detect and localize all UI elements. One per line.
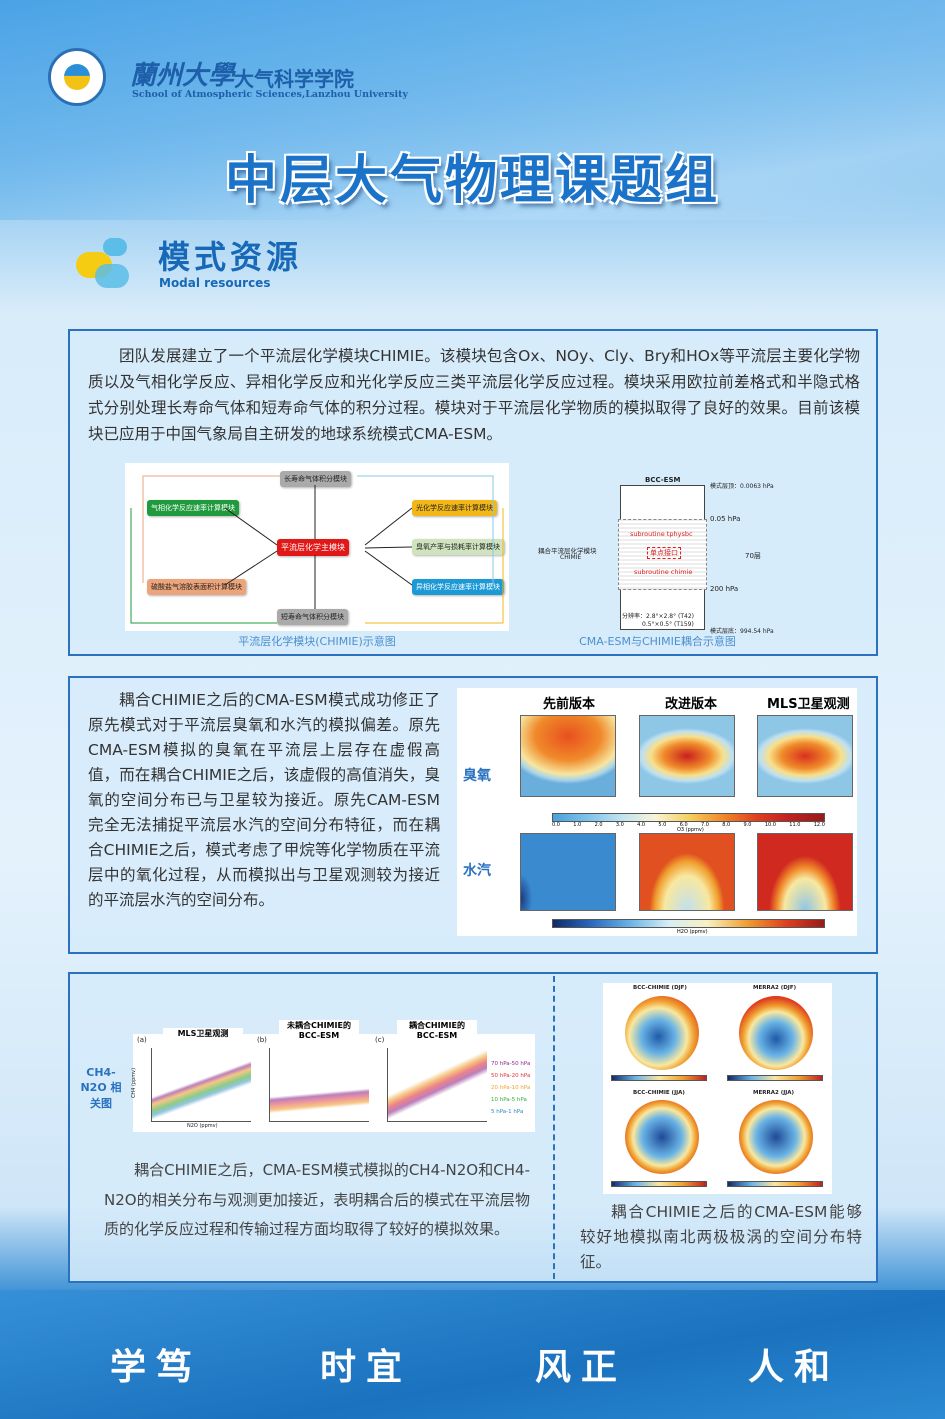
polar-map-merra-djf: [739, 996, 813, 1070]
correlation-row-label: CH4-N2O 相关图: [80, 1066, 122, 1110]
row-label-ozone: 臭氧: [463, 768, 491, 784]
panel-divider: [553, 976, 555, 1279]
polar-colorbar: [727, 1181, 823, 1187]
motto-3: 风正: [535, 1346, 628, 1388]
correlation-description: 耦合CHIMIE之后，CMA-ESM模式模拟的CH4-N2O和CH4-N2O的相…: [104, 1161, 530, 1238]
school-english-name: School of Atmospheric Sciences,Lanzhou U…: [132, 89, 409, 100]
correlation-figure: MLS卫星观测 未耦合CHIMIE的 BCC-ESM 耦合CHIMIE的 BCC…: [131, 1020, 535, 1132]
legend-item: 10 hPa-5 hPa: [491, 1097, 527, 1103]
row-label-water: 水汽: [463, 863, 491, 879]
water-colorbar-label: H2O (ppmv): [677, 929, 708, 935]
university-name: 蘭州大學: [130, 61, 235, 91]
diagram-box-gas-phase: 气相化学反应速率计算模块: [147, 500, 239, 516]
diagram-box-aerosol: 硫酸盐气溶胶表面积计算模块: [147, 579, 246, 595]
school-name: 大气科学学院: [234, 67, 354, 91]
section-subtitle: Modal resources: [159, 276, 271, 290]
coupling-res1: 分辨率：2.8°×2.8° (T42): [622, 613, 695, 620]
section-icon: [103, 238, 127, 256]
motto-1: 学笃: [110, 1346, 203, 1388]
polar-map-bcc-jja: [625, 1100, 699, 1174]
coupling-diagram-caption: CMA-ESM与CHIMIE耦合示意图: [579, 635, 736, 648]
polar-title: BCC-CHIMIE (JJA): [633, 1090, 685, 1096]
ozone-map-previous: [520, 715, 616, 797]
water-map-previous: [520, 833, 616, 911]
coupling-p1: 0.05 hPa: [710, 515, 741, 523]
col-title-previous: 先前版本: [543, 697, 596, 712]
section-icon-blue: [95, 264, 129, 288]
coupling-module-name: CHIMIE: [560, 554, 582, 561]
ozone-colorbar: [552, 813, 825, 822]
diagram-box-short-lived: 短寿命气体积分模块: [277, 609, 348, 625]
xlabel-a: N2O (ppmv): [187, 1123, 218, 1129]
ozone-map-mls: [757, 715, 853, 797]
ylabel-a: CH4 (ppmv): [131, 1067, 138, 1099]
diagram-box-heterogeneous: 异相化学反应速率计算模块: [412, 579, 504, 595]
diagram-box-ozone-rate: 臭氧产率与损耗率计算模块: [412, 539, 504, 555]
diagram-arrows: [130, 475, 504, 624]
coupling-bottom-label: 模式层底：994.54 hPa: [710, 628, 774, 635]
chimie-description: 团队发展建立了一个平流层化学模块CHIMIE。该模块包含Ox、NOy、Cly、B…: [88, 347, 860, 443]
legend-item: 50 hPa-20 hPa: [491, 1073, 531, 1079]
polar-title: MERRA2 (JJA): [753, 1090, 795, 1096]
polar-vortex-figure: BCC-CHIMIE (DJF) MERRA2 (DJF) BCC-CHIMIE…: [603, 983, 832, 1194]
scatter-uncoupled: [269, 1048, 369, 1122]
plot-title-coupled: 耦合CHIMIE的 BCC-ESM: [397, 1020, 477, 1040]
coupling-res2: 0.5°×0.5° (T159): [642, 621, 694, 628]
footer-background: [0, 1290, 945, 1419]
polar-map-bcc-djf: [625, 996, 699, 1070]
scatter-legend: 70 hPa-50 hPa 50 hPa-20 hPa 20 hPa-10 hP…: [491, 1058, 530, 1118]
coupling-p2: 200 hPa: [710, 585, 739, 593]
polar-map-merra-jja: [739, 1100, 813, 1174]
motto-4: 人和: [748, 1346, 841, 1388]
col-title-mls: MLS卫星观测: [767, 697, 850, 712]
tag-c: (c): [375, 1036, 385, 1044]
polar-colorbar: [611, 1075, 707, 1081]
coupling-top-label: 模式层顶：0.0063 hPa: [710, 483, 774, 490]
ozone-map-improved: [639, 715, 735, 797]
polar-vortex-description: 耦合CHIMIE之后的CMA-ESM能够较好地模拟南北两极极涡的空间分布特征。: [580, 1203, 862, 1271]
coupling-interface: 单点接口: [647, 547, 681, 559]
water-map-mls: [757, 833, 853, 911]
polar-title: MERRA2 (DJF): [753, 985, 797, 991]
tag-b: (b): [257, 1036, 267, 1044]
diagram-box-main: 平流层化学主模块: [277, 539, 349, 556]
university-logo: [48, 48, 106, 106]
water-colorbar: [552, 919, 825, 928]
plot-title-uncoupled: 未耦合CHIMIE的 BCC-ESM: [279, 1020, 359, 1040]
coupling-model-label: BCC-ESM: [645, 476, 681, 484]
coupling-diagram: BCC-ESM 模式层顶：0.0063 hPa 0.05 hPa 200 hPa…: [530, 463, 785, 635]
coupling-module-label: 耦合平流层化学模块: [538, 547, 597, 555]
coupling-sub2: subroutine chimie: [634, 568, 693, 576]
section-title: 模式资源: [158, 238, 303, 276]
tag-a: (a): [137, 1036, 147, 1044]
col-title-improved: 改进版本: [665, 697, 718, 712]
coupling-sub1: subroutine tphysbc: [630, 530, 693, 538]
scatter-mls: [151, 1048, 251, 1122]
motto-2: 时宜: [320, 1346, 413, 1388]
polar-colorbar: [611, 1181, 707, 1187]
header-background: [0, 0, 945, 220]
polar-colorbar: [727, 1075, 823, 1081]
legend-item: 20 hPa-10 hPa: [491, 1085, 531, 1091]
ozone-colorbar-label: O3 (ppmv): [677, 827, 704, 833]
water-map-improved: [639, 833, 735, 911]
chimie-diagram: 长寿命气体积分模块 平流层化学主模块 短寿命气体积分模块 气相化学反应速率计算模…: [125, 463, 509, 631]
legend-item: 5 hPa-1 hPa: [491, 1109, 524, 1115]
polar-title: BCC-CHIMIE (DJF): [633, 985, 687, 991]
coupling-layers: 70层: [745, 552, 761, 560]
legend-item: 70 hPa-50 hPa: [491, 1061, 531, 1067]
poster-title: 中层大气物理课题组: [224, 151, 720, 211]
ozone-water-description: 耦合CHIMIE之后的CMA-ESM模式成功修正了原先模式对于平流层臭氧和水汽的…: [88, 691, 440, 909]
plot-title-mls: MLS卫星观测: [163, 1028, 243, 1039]
chimie-diagram-caption: 平流层化学模块(CHIMIE)示意图: [238, 635, 396, 648]
diagram-box-photolysis: 光化学反应速率计算模块: [412, 500, 497, 516]
scatter-coupled: [387, 1048, 487, 1122]
diagram-box-long-lived: 长寿命气体积分模块: [280, 471, 351, 487]
